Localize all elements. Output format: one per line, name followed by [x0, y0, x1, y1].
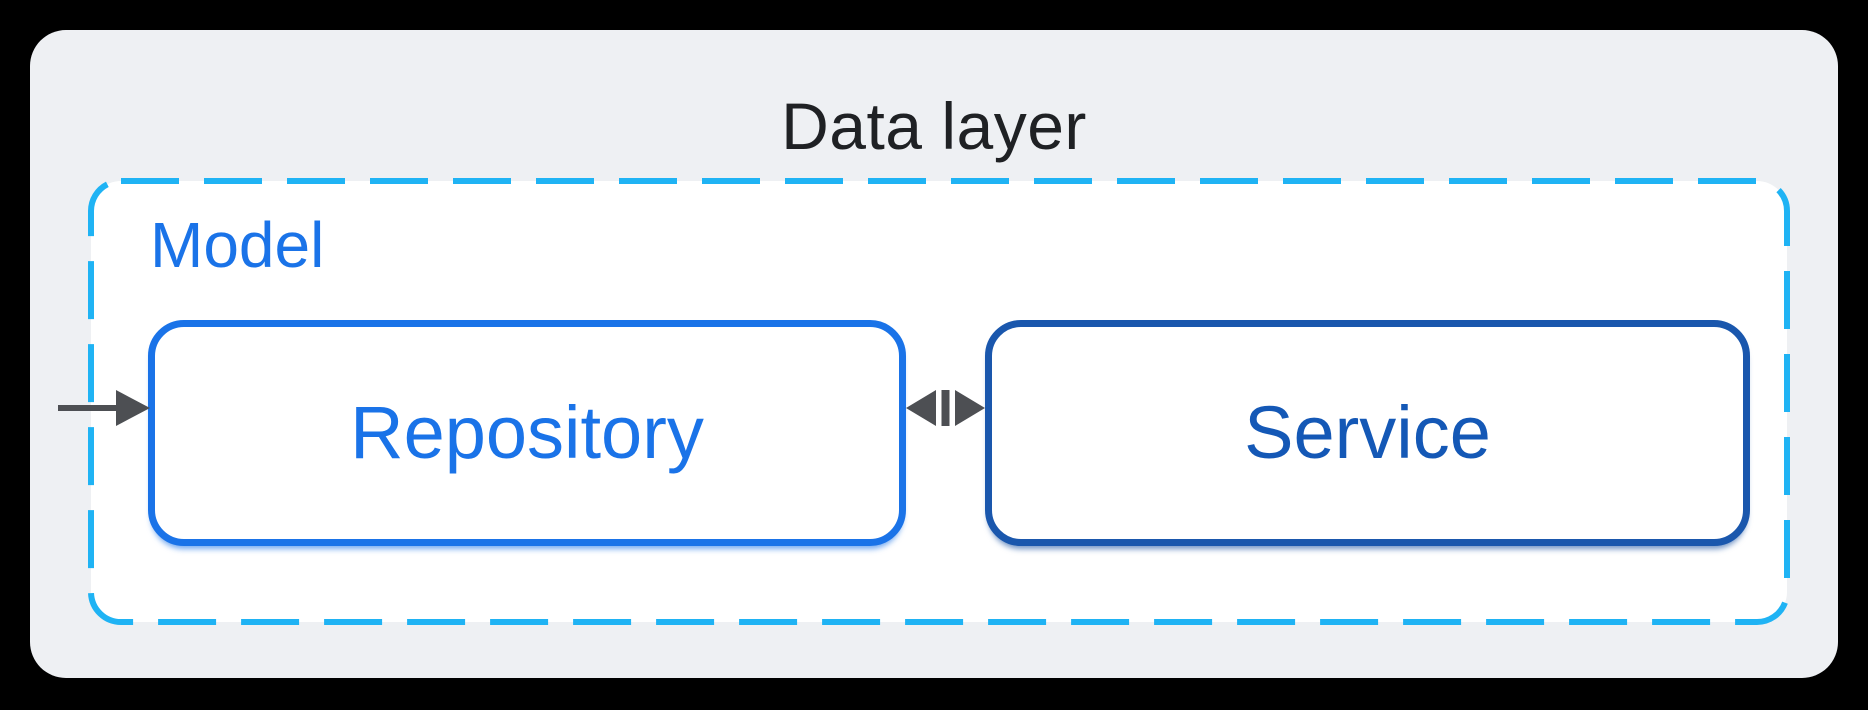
double-arrow-icon [906, 390, 985, 426]
arrow-right-icon [58, 390, 150, 426]
diagram-card: Data layer Model Repository Service [30, 30, 1838, 678]
service-node-label: Service [1244, 391, 1491, 474]
repository-node-label: Repository [350, 391, 704, 474]
model-group: Model Repository Service [58, 178, 1790, 625]
repository-node: Repository [148, 320, 906, 546]
service-node: Service [985, 320, 1750, 546]
diagram-title: Data layer [781, 89, 1087, 163]
model-group-label: Model [150, 209, 325, 281]
